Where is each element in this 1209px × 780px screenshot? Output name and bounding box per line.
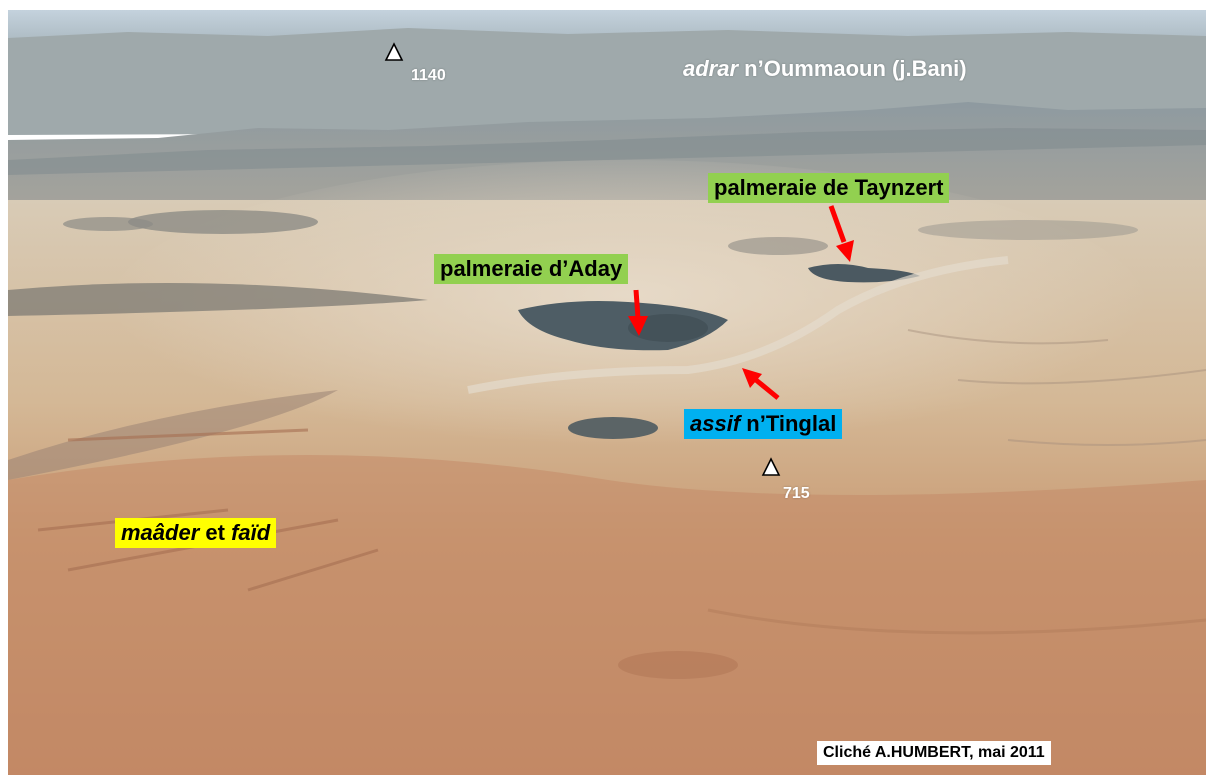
maader-label-mid: et (199, 520, 232, 545)
maader-label-italic: maâder (121, 520, 200, 545)
palm-grove-taynzert (808, 264, 920, 283)
range-label: adrar n’Oummaoun (j.Bani) (683, 58, 967, 80)
taynzert-label: palmeraie de Taynzert (708, 173, 950, 203)
aday-label: palmeraie d’Aday (434, 254, 629, 284)
photo-credit: Cliché A.HUMBERT, mai 2011 (817, 741, 1051, 765)
range-label-italic: adrar (683, 56, 739, 81)
red-arrow-icon (742, 368, 780, 400)
maader-label: maâder et faïd (115, 518, 277, 548)
aerial-photo-frame: 1140 715 adrar n’Oummaoun (j.Bani) palme… (8, 10, 1206, 775)
wadi-channel (467, 256, 1009, 394)
aerial-photo (8, 10, 1206, 775)
red-arrow-icon (828, 205, 854, 262)
red-arrow-icon (628, 289, 648, 336)
summit-elevation-label: 715 (783, 485, 810, 502)
assif-label: assif n’Tinglal (684, 409, 843, 439)
summit-elevation-label: 1140 (411, 67, 446, 84)
assif-label-rest: n’Tinglal (740, 411, 837, 436)
assif-label-italic: assif (690, 411, 741, 436)
faid-label-italic: faïd (231, 520, 271, 545)
range-label-rest: n’Oummaoun (j.Bani) (738, 56, 967, 81)
